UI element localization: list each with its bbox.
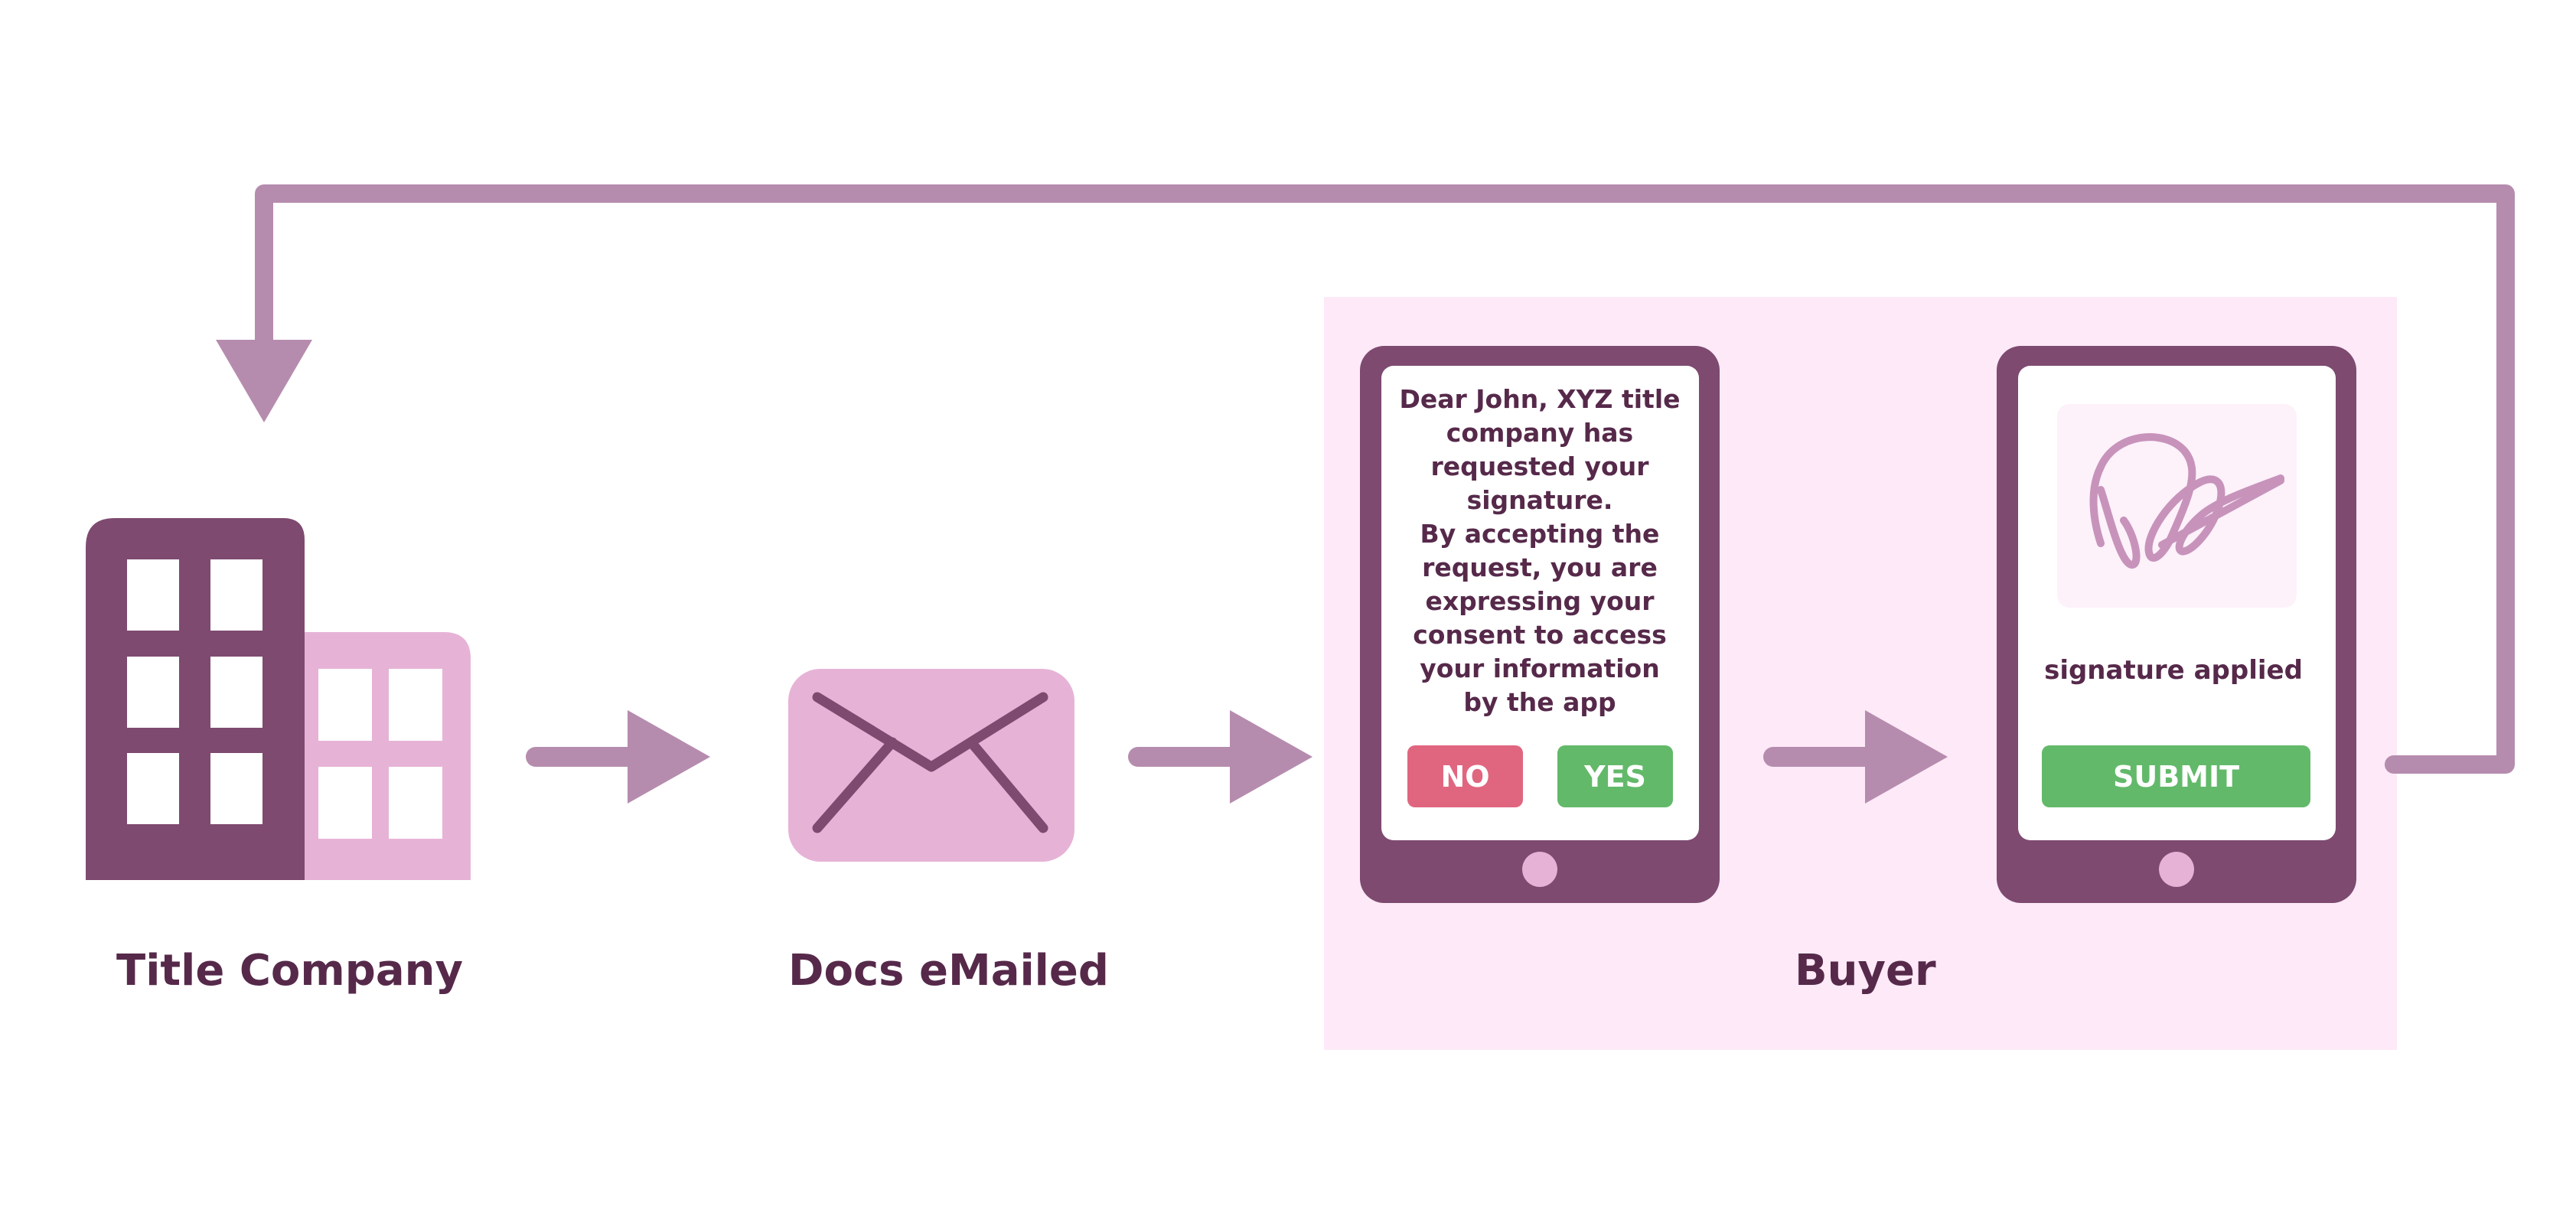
envelope-icon (788, 669, 1074, 862)
arrow-icon (1763, 710, 1948, 804)
signature-status: signature applied (2044, 655, 2303, 686)
stage-label-buyer: Buyer (1795, 946, 1936, 996)
message-line: consent to access (1413, 620, 1667, 650)
submit-button[interactable]: SUBMIT (2042, 745, 2310, 807)
message-line: request, you are (1422, 553, 1658, 582)
no-button[interactable]: NO (1407, 745, 1523, 807)
message-line: by the app (1463, 687, 1616, 717)
stage-label-title-company: Title Company (116, 946, 464, 996)
yes-button[interactable]: YES (1557, 745, 1673, 807)
message-line: expressing your (1425, 586, 1655, 616)
arrow-icon (526, 710, 710, 804)
stage-label-docs-emailed: Docs eMailed (788, 946, 1109, 996)
message-line: Dear John, XYZ title (1399, 384, 1681, 414)
signature-icon (2057, 404, 2297, 608)
message-line: By accepting the (1420, 519, 1660, 549)
building-icon (86, 518, 471, 880)
return-arrow (216, 184, 2515, 774)
message-line: signature. (1466, 485, 1613, 515)
message-line: company has (1446, 418, 1634, 448)
request-message: Dear John, XYZ title company has request… (1384, 383, 1696, 719)
arrow-icon (1128, 710, 1312, 804)
message-line: your information (1420, 654, 1660, 683)
message-line: requested your (1430, 452, 1649, 481)
